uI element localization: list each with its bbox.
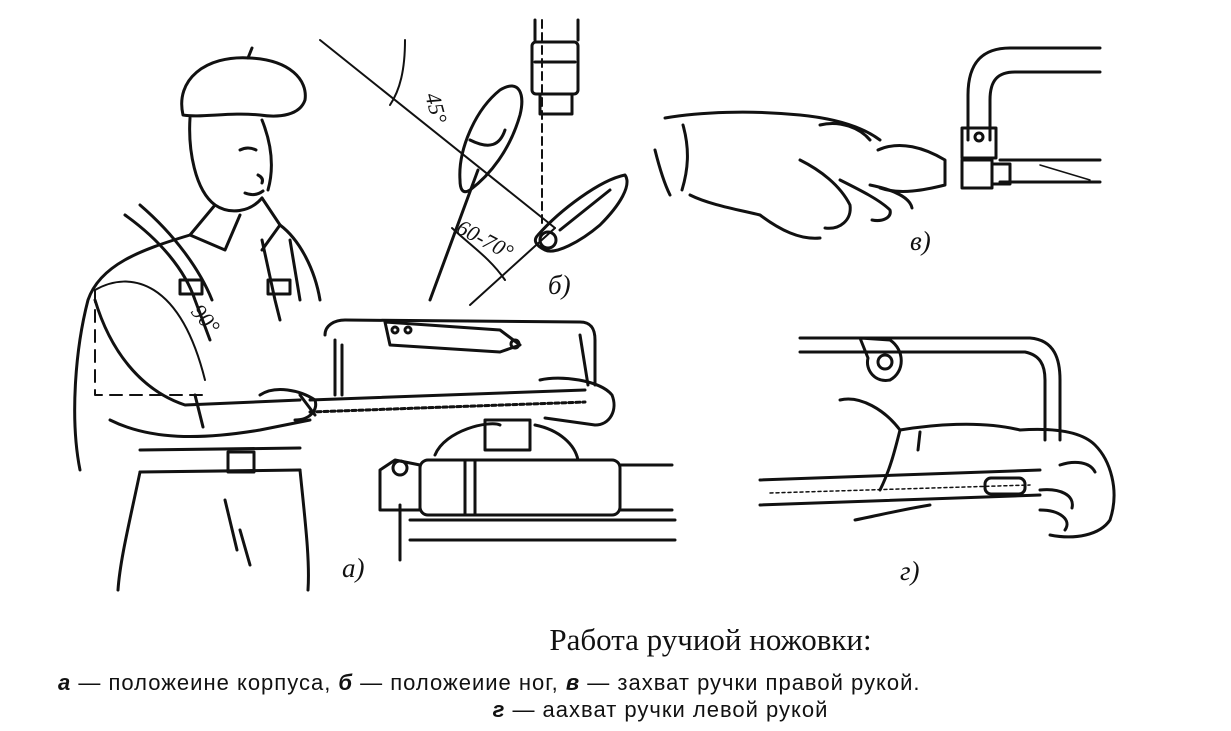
caption-line-1: а — положеине корпуса, б — положеиие ног…	[58, 670, 921, 696]
caption-key-a: а	[58, 670, 72, 695]
label-b: б)	[548, 270, 571, 300]
vise	[378, 418, 677, 562]
figure-illustration: 45° 60-70° 90°	[73, 18, 1116, 592]
angle-90-label: 90°	[186, 299, 225, 339]
caption-text-a: — положеине корпуса,	[71, 670, 339, 695]
caption-key-b: б	[338, 670, 354, 695]
angle-45-label: 45°	[420, 90, 452, 126]
caption-line-2: г — аахват ручки левой рукой	[0, 697, 1231, 723]
caption-key-v: в	[565, 670, 581, 695]
worker-figure	[73, 46, 322, 592]
label-a: а)	[342, 553, 365, 583]
grip-right-hand	[653, 46, 1102, 240]
caption-text-v: — захват ручки правой рукой.	[580, 670, 921, 695]
caption-text-g: — аахват ручки левой рукой	[505, 697, 829, 722]
grip-left-hand	[758, 336, 1116, 539]
caption-key-g: г	[492, 697, 506, 722]
caption-title: Работа ручиой ножовки:	[549, 622, 872, 657]
caption-text-b: — положеиие ног,	[353, 670, 566, 695]
label-g: г)	[900, 556, 920, 586]
hacksaw-a	[298, 318, 616, 427]
foot-diagram	[319, 18, 629, 306]
label-v: в)	[910, 226, 931, 256]
